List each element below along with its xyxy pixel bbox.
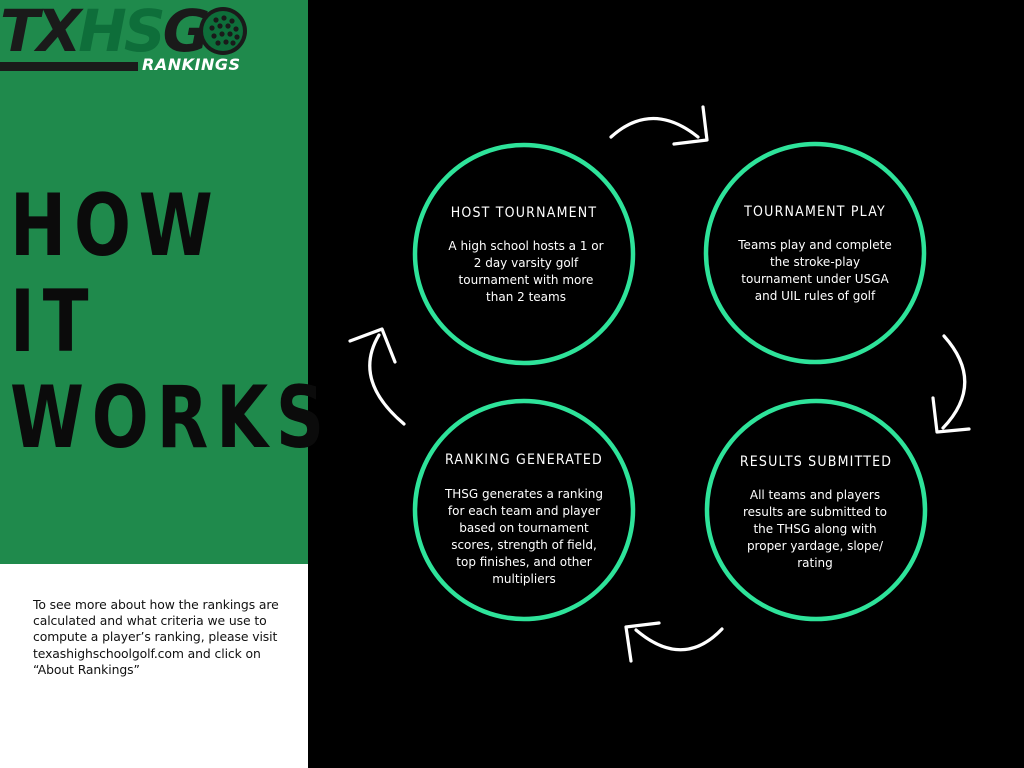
logo-subtitle: RANKINGS: [142, 55, 241, 74]
green-panel: [0, 0, 308, 564]
step-description-ranking-generated: THSG generates a ranking for each team a…: [444, 487, 604, 586]
page-title: HOW IT WORKS: [10, 178, 332, 466]
step-description-host-tournament: A high school hosts a 1 or 2 day varsity…: [448, 239, 604, 304]
golf-ball-icon: [199, 7, 247, 55]
title-line-how: HOW: [10, 176, 221, 276]
step-title-tournament-play: TOURNAMENT PLAY: [744, 204, 886, 220]
step-title-host-tournament: HOST TOURNAMENT: [450, 205, 598, 221]
logo-underline: [0, 62, 138, 71]
curved-arrow-icon: [624, 621, 724, 663]
logo: TXHSG RANKINGS: [0, 0, 300, 80]
curved-arrow-icon: [348, 327, 406, 426]
logo-hs: HS: [78, 0, 165, 65]
curved-arrow-icon: [931, 334, 971, 434]
white-panel: [0, 564, 308, 768]
logo-tx: TX: [0, 0, 81, 65]
step-ring-host-tournament: [412, 142, 636, 366]
step-title-results-submitted: RESULTS SUBMITTED: [739, 454, 893, 470]
step-ring-results-submitted: [704, 398, 928, 622]
step-description-tournament-play: Teams play and complete the stroke-play …: [738, 238, 892, 303]
step-ring-ranking-generated: [412, 398, 636, 622]
step-ring-tournament-play: [703, 141, 927, 365]
diagram-background: [308, 0, 1024, 768]
step-title-ranking-generated: RANKING GENERATED: [445, 452, 603, 468]
curved-arrow-icon: [609, 105, 709, 146]
step-description-results-submitted: All teams and players results are submit…: [742, 488, 887, 570]
title-line-it: IT: [10, 272, 97, 372]
title-line-works: WORKS: [10, 368, 332, 468]
info-note: To see more about how the rankings are c…: [33, 597, 279, 677]
